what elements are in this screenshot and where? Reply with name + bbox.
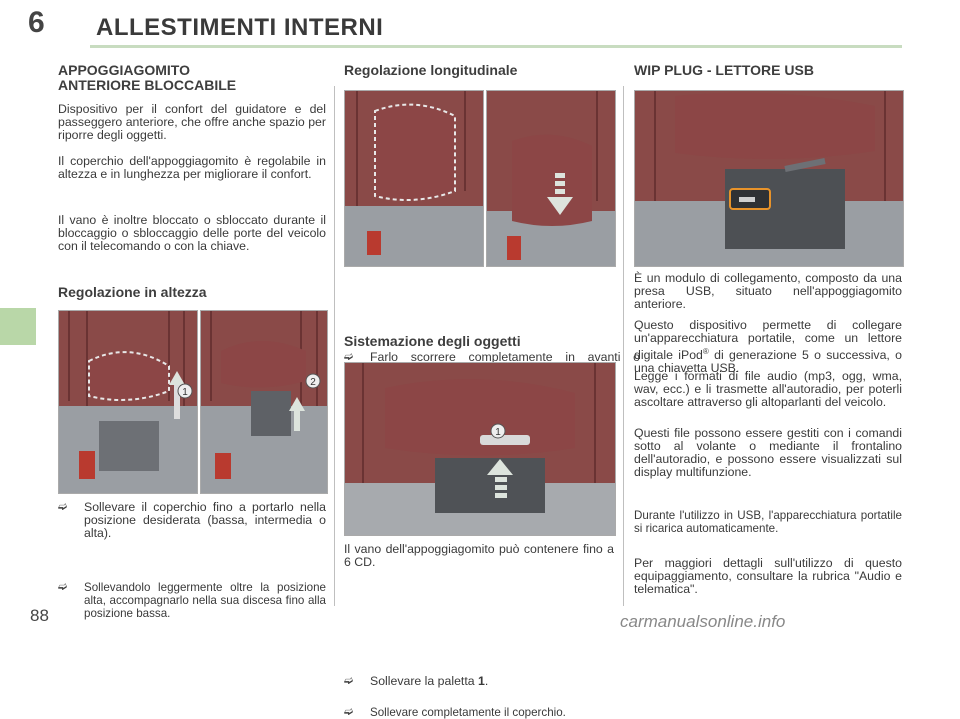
photo-armrest-height-2: 2 bbox=[200, 310, 328, 494]
col3-paragraph: Durante l'utilizzo in USB, l'apparecchia… bbox=[634, 509, 902, 535]
col1-paragraph: Dispositivo per il confort del guidatore… bbox=[58, 102, 326, 142]
bullet-bold: 1 bbox=[478, 674, 485, 688]
chapter-number: 6 bbox=[28, 6, 45, 39]
heading-line: ANTERIORE BLOCCABILE bbox=[58, 77, 237, 93]
section-heading: Regolazione in altezza bbox=[58, 284, 207, 300]
photo-usb-plug bbox=[634, 90, 904, 267]
bullet-item: ➫ Sollevare il coperchio fino a portarlo… bbox=[58, 501, 326, 540]
col1-heading: APPOGGIAGOMITO ANTERIORE BLOCCABILE bbox=[58, 63, 326, 93]
bullet-text: Sollevare completamente il coperchio. bbox=[370, 706, 566, 719]
column-divider bbox=[334, 86, 335, 606]
section-heading: Sistemazione degli oggetti bbox=[344, 333, 521, 349]
col3-paragraph: Per maggiori dettagli sull'utilizzo di q… bbox=[634, 556, 902, 596]
photo-callout: 1 bbox=[182, 387, 188, 398]
heading-line: APPOGGIAGOMITO bbox=[58, 62, 190, 78]
section-heading: WIP PLUG - LETTORE USB bbox=[634, 62, 814, 78]
col3-paragraph: Questo dispositivo permette di collegare… bbox=[634, 318, 902, 376]
chapter-side-tab bbox=[0, 308, 36, 345]
bullet-arrow-icon: ➫ bbox=[344, 351, 354, 363]
photo-callout: 1 bbox=[495, 427, 501, 438]
paragraph-text: di generazione 5 o successiva, o una chi… bbox=[634, 348, 902, 376]
bullet-item: ➫ Sollevandolo leggermente oltre la posi… bbox=[58, 581, 326, 620]
col2-paragraph: Il vano dell'appoggiagomito può contener… bbox=[344, 542, 614, 569]
bullet-item: ➫ Sollevare completamente il coperchio. bbox=[344, 706, 640, 719]
section-heading: Regolazione longitudinale bbox=[344, 62, 518, 78]
bullet-text: Sollevandolo leggermente oltre la posizi… bbox=[84, 581, 326, 620]
col1-paragraph: Il vano è inoltre bloccato o sbloccato d… bbox=[58, 213, 326, 253]
bullet-arrow-icon: ➫ bbox=[344, 706, 354, 718]
photo-storage-compartment: 1 bbox=[344, 362, 616, 536]
photo-longitudinal-2 bbox=[486, 90, 616, 267]
photo-armrest-height-1: 1 bbox=[58, 310, 198, 494]
col3-paragraph: È un modulo di collegamento, composto da… bbox=[634, 271, 902, 311]
paragraph-text: Questo dispositivo permette di collegare… bbox=[634, 318, 902, 363]
photo-callout: 2 bbox=[310, 377, 316, 388]
bullet-item: ➫ Sollevare la paletta 1. bbox=[344, 675, 640, 688]
photo-longitudinal-1 bbox=[344, 90, 484, 267]
bullet-arrow-icon: ➫ bbox=[58, 581, 68, 593]
column-divider bbox=[623, 86, 624, 606]
page-number: 88 bbox=[30, 606, 49, 625]
bullet-text: . bbox=[484, 674, 489, 688]
col1-paragraph: Il coperchio dell'appoggiagomito è regol… bbox=[58, 154, 326, 181]
header-rule bbox=[90, 45, 902, 48]
watermark: carmanualsonline.info bbox=[620, 612, 786, 631]
bullet-arrow-icon: ➫ bbox=[58, 501, 68, 513]
bullet-arrow-icon: ➫ bbox=[344, 675, 354, 687]
chapter-title: ALLESTIMENTI INTERNI bbox=[96, 14, 384, 41]
registered-mark: ® bbox=[702, 347, 709, 356]
col3-paragraph: Legge i formati di file audio (mp3, ogg,… bbox=[634, 369, 902, 409]
bullet-text: Sollevare il coperchio fino a portarlo n… bbox=[84, 500, 326, 540]
col3-paragraph: Questi file possono essere gestiti con i… bbox=[634, 426, 902, 479]
bullet-text: Sollevare la paletta bbox=[370, 674, 479, 688]
